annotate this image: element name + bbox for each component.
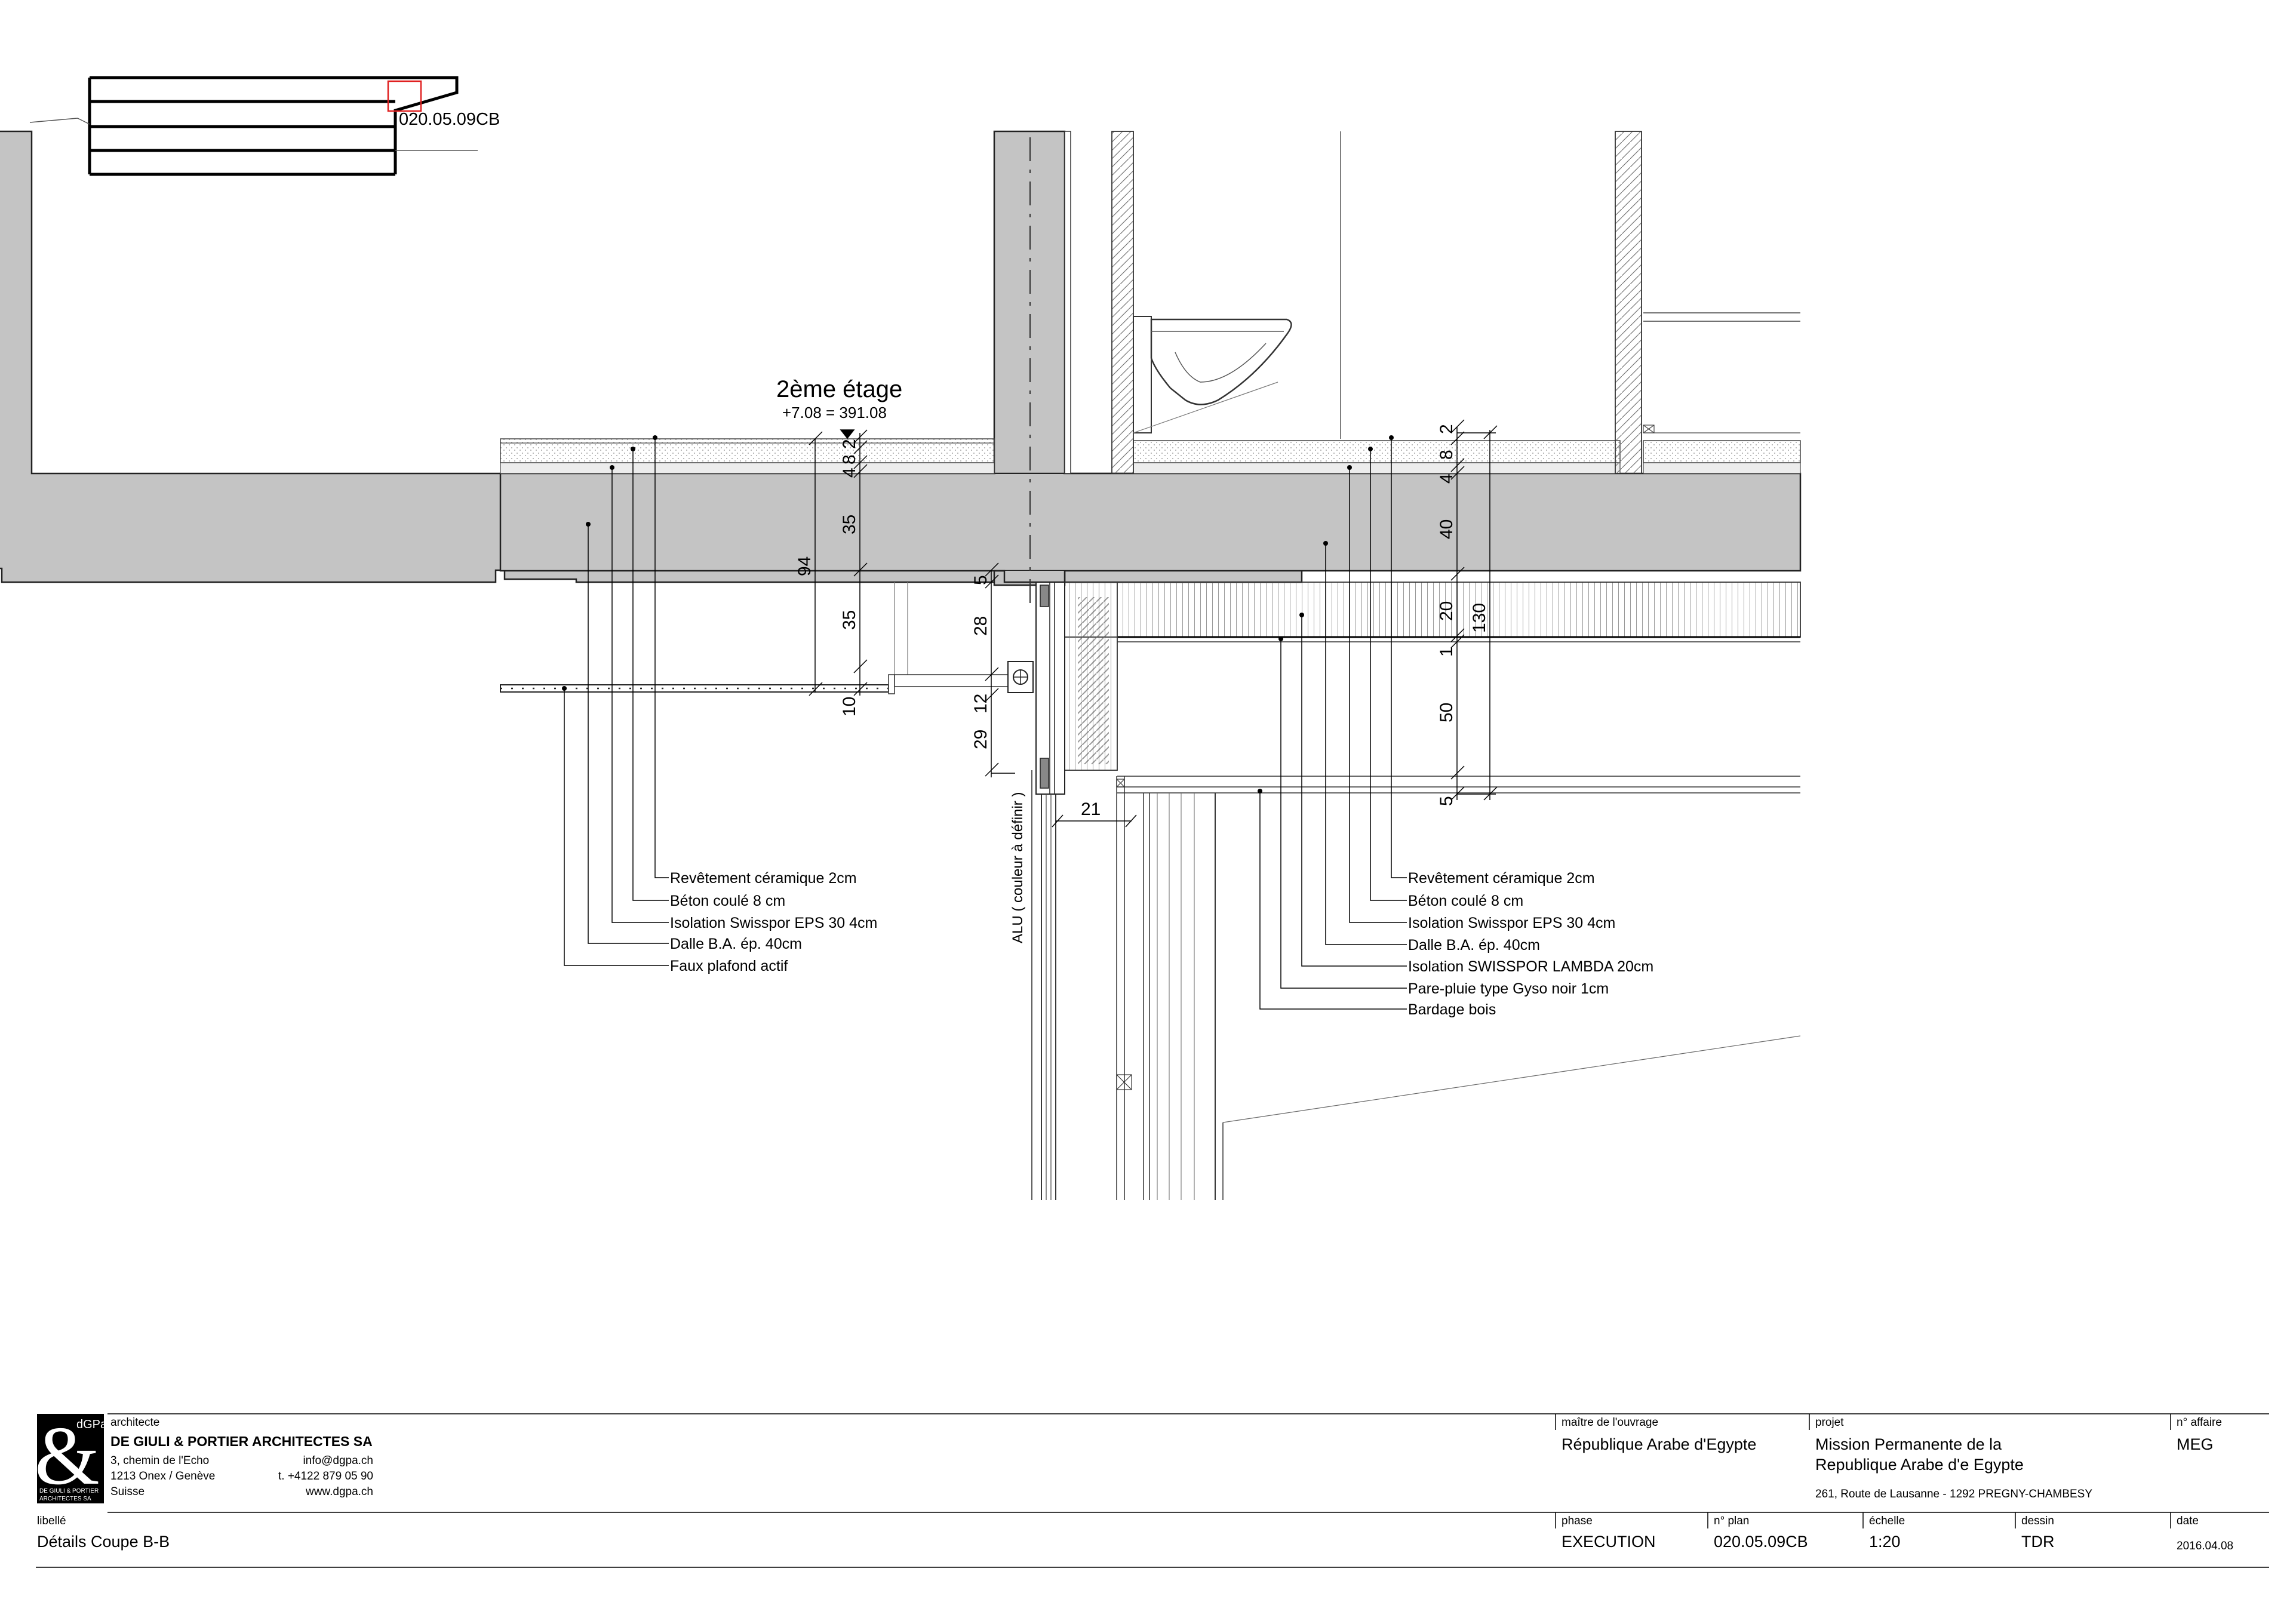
right-screed [1133,440,1621,463]
dim-right-8: 8 [1437,450,1456,460]
label-right-lambda: Isolation SWISSPOR LAMBDA 20cm [1408,958,1653,975]
firm-phone: t. +4122 879 05 90 [278,1470,373,1482]
project-label: projet [1815,1416,1844,1429]
phase-value: EXECUTION [1562,1533,1656,1551]
dim-right-40: 40 [1437,519,1456,539]
dim-right-130: 130 [1470,603,1489,633]
firm-email: info@dgpa.ch [303,1454,373,1467]
drawn-by-label: dessin [2021,1515,2054,1527]
scale-value: 1:20 [1869,1533,1901,1551]
date-value: 2016.04.08 [2177,1540,2233,1552]
dim-left-35a: 35 [840,515,859,534]
owner-label: maître de l'ouvrage [1562,1416,1658,1429]
firm-name: DE GIULI & PORTIER ARCHITECTES SA [110,1434,373,1449]
dim-left-4: 4 [840,467,859,478]
right-wall-b [1615,131,1642,474]
dim-left-10: 10 [840,697,859,716]
label-right-concrete: Béton coulé 8 cm [1408,893,1523,909]
firm-address-1: 3, chemin de l'Echo [110,1454,209,1467]
label-left-insulation: Isolation Swisspor EPS 30 4cm [670,915,877,931]
drawn-by-value: TDR [2021,1533,2055,1551]
firm-web: www.dgpa.ch [305,1485,373,1498]
alu-window-frame [1031,582,1065,1200]
logo-caption-1: DE GIULI & PORTIER [39,1488,99,1494]
firm-address-2: 1213 Onex / Genève [110,1470,215,1482]
right-wall-a [1111,131,1134,474]
left-partition-wall [1064,131,1071,474]
left-insulation [500,462,995,474]
dim-left-8: 8 [840,454,859,465]
architect-label: architecte [110,1416,159,1429]
label-left-concrete: Béton coulé 8 cm [670,893,785,909]
dim-right-4: 4 [1437,473,1456,484]
title-block: & dGPa DE GIULI & PORTIER ARCHITECTES SA… [35,1410,2269,1568]
logo-ampersand: & [35,1410,100,1502]
label-left-ceramic: Revêtement céramique 2cm [670,870,857,887]
dim-right-2: 2 [1437,424,1456,434]
dim-mid-12: 12 [971,694,991,713]
label-right-rainscreen: Pare-pluie type Gyso noir 1cm [1408,980,1609,997]
dim-right-20: 20 [1437,601,1456,621]
dim-right-50: 50 [1437,703,1456,722]
underslab-insulation [1064,582,1801,638]
dim-left-94: 94 [795,556,814,576]
label-right-ceramic: Revêtement céramique 2cm [1408,870,1595,887]
key-plan: 020.05.09CB [29,76,500,176]
dim-mid-5: 5 [971,575,991,585]
label-left-slab: Dalle B.A. ép. 40cm [670,936,802,952]
dim-left-2: 2 [840,439,859,449]
project-name-1: Mission Permanente de la [1815,1435,2002,1453]
left-screed [500,438,995,463]
level-elevation: +7.08 = 391.08 [782,404,887,422]
key-plan-highlight [387,80,422,112]
label-right-insulation: Isolation Swisspor EPS 30 4cm [1408,915,1615,931]
dim-mid-28: 28 [971,616,991,636]
job-number-value: MEG [2177,1435,2214,1453]
labels-left: Revêtement céramique 2cm Béton coulé 8 c… [670,870,877,974]
alu-label: ALU ( couleur à définir ) [1010,792,1026,943]
project-name-2: Republique Arabe d'e Egypte [1815,1456,2024,1474]
false-ceiling [500,582,1034,694]
dim-left-35b: 35 [840,610,859,630]
scale-label: échelle [1869,1515,1905,1527]
dim-mid-29: 29 [971,730,991,749]
level-name: 2ème étage [776,376,902,402]
right-insulation [1133,462,1621,474]
label-right-cladding: Bardage bois [1408,1001,1496,1018]
label-left-ceiling: Faux plafond actif [670,958,788,974]
leader-dots [562,435,1394,793]
logo-caption-2: ARCHITECTES SA [39,1496,91,1502]
drawing-title-label: libellé [37,1515,66,1527]
logo-initials: dGPa [76,1418,107,1431]
firm-logo: & dGPa DE GIULI & PORTIER ARCHITECTES SA [35,1410,107,1503]
drawing-title-value: Détails Coupe B-B [37,1533,170,1551]
phase-label: phase [1562,1515,1593,1527]
dim-right-1: 1 [1437,647,1456,657]
dim-bottom-21: 21 [1081,799,1101,819]
dim-right-5: 5 [1437,796,1456,806]
section-drawing [0,130,1802,1200]
label-right-slab: Dalle B.A. ép. 40cm [1408,937,1540,954]
dimension-texts: 4 8 2 35 94 35 10 5 28 12 29 2 8 4 40 20… [795,424,1489,819]
owner-value: République Arabe d'Egypte [1562,1435,1756,1453]
job-number-label: n° affaire [2177,1416,2222,1429]
key-plan-reference: 020.05.09CB [399,110,500,129]
firm-address-3: Suisse [110,1485,145,1498]
wc-fixture [1133,316,1292,433]
date-label: date [2177,1515,2199,1527]
project-address: 261, Route de Lausanne - 1292 PREGNY-CHA… [1815,1488,2092,1500]
slab-step [994,570,1066,583]
plan-number-value: 020.05.09CB [1714,1533,1808,1551]
labels-right: Revêtement céramique 2cm Béton coulé 8 c… [1408,870,1653,1018]
leader-lines [564,438,1407,1010]
dimension-lines [809,419,1498,828]
concrete-slab-body [499,472,1802,572]
plan-number-label: n° plan [1714,1515,1749,1527]
